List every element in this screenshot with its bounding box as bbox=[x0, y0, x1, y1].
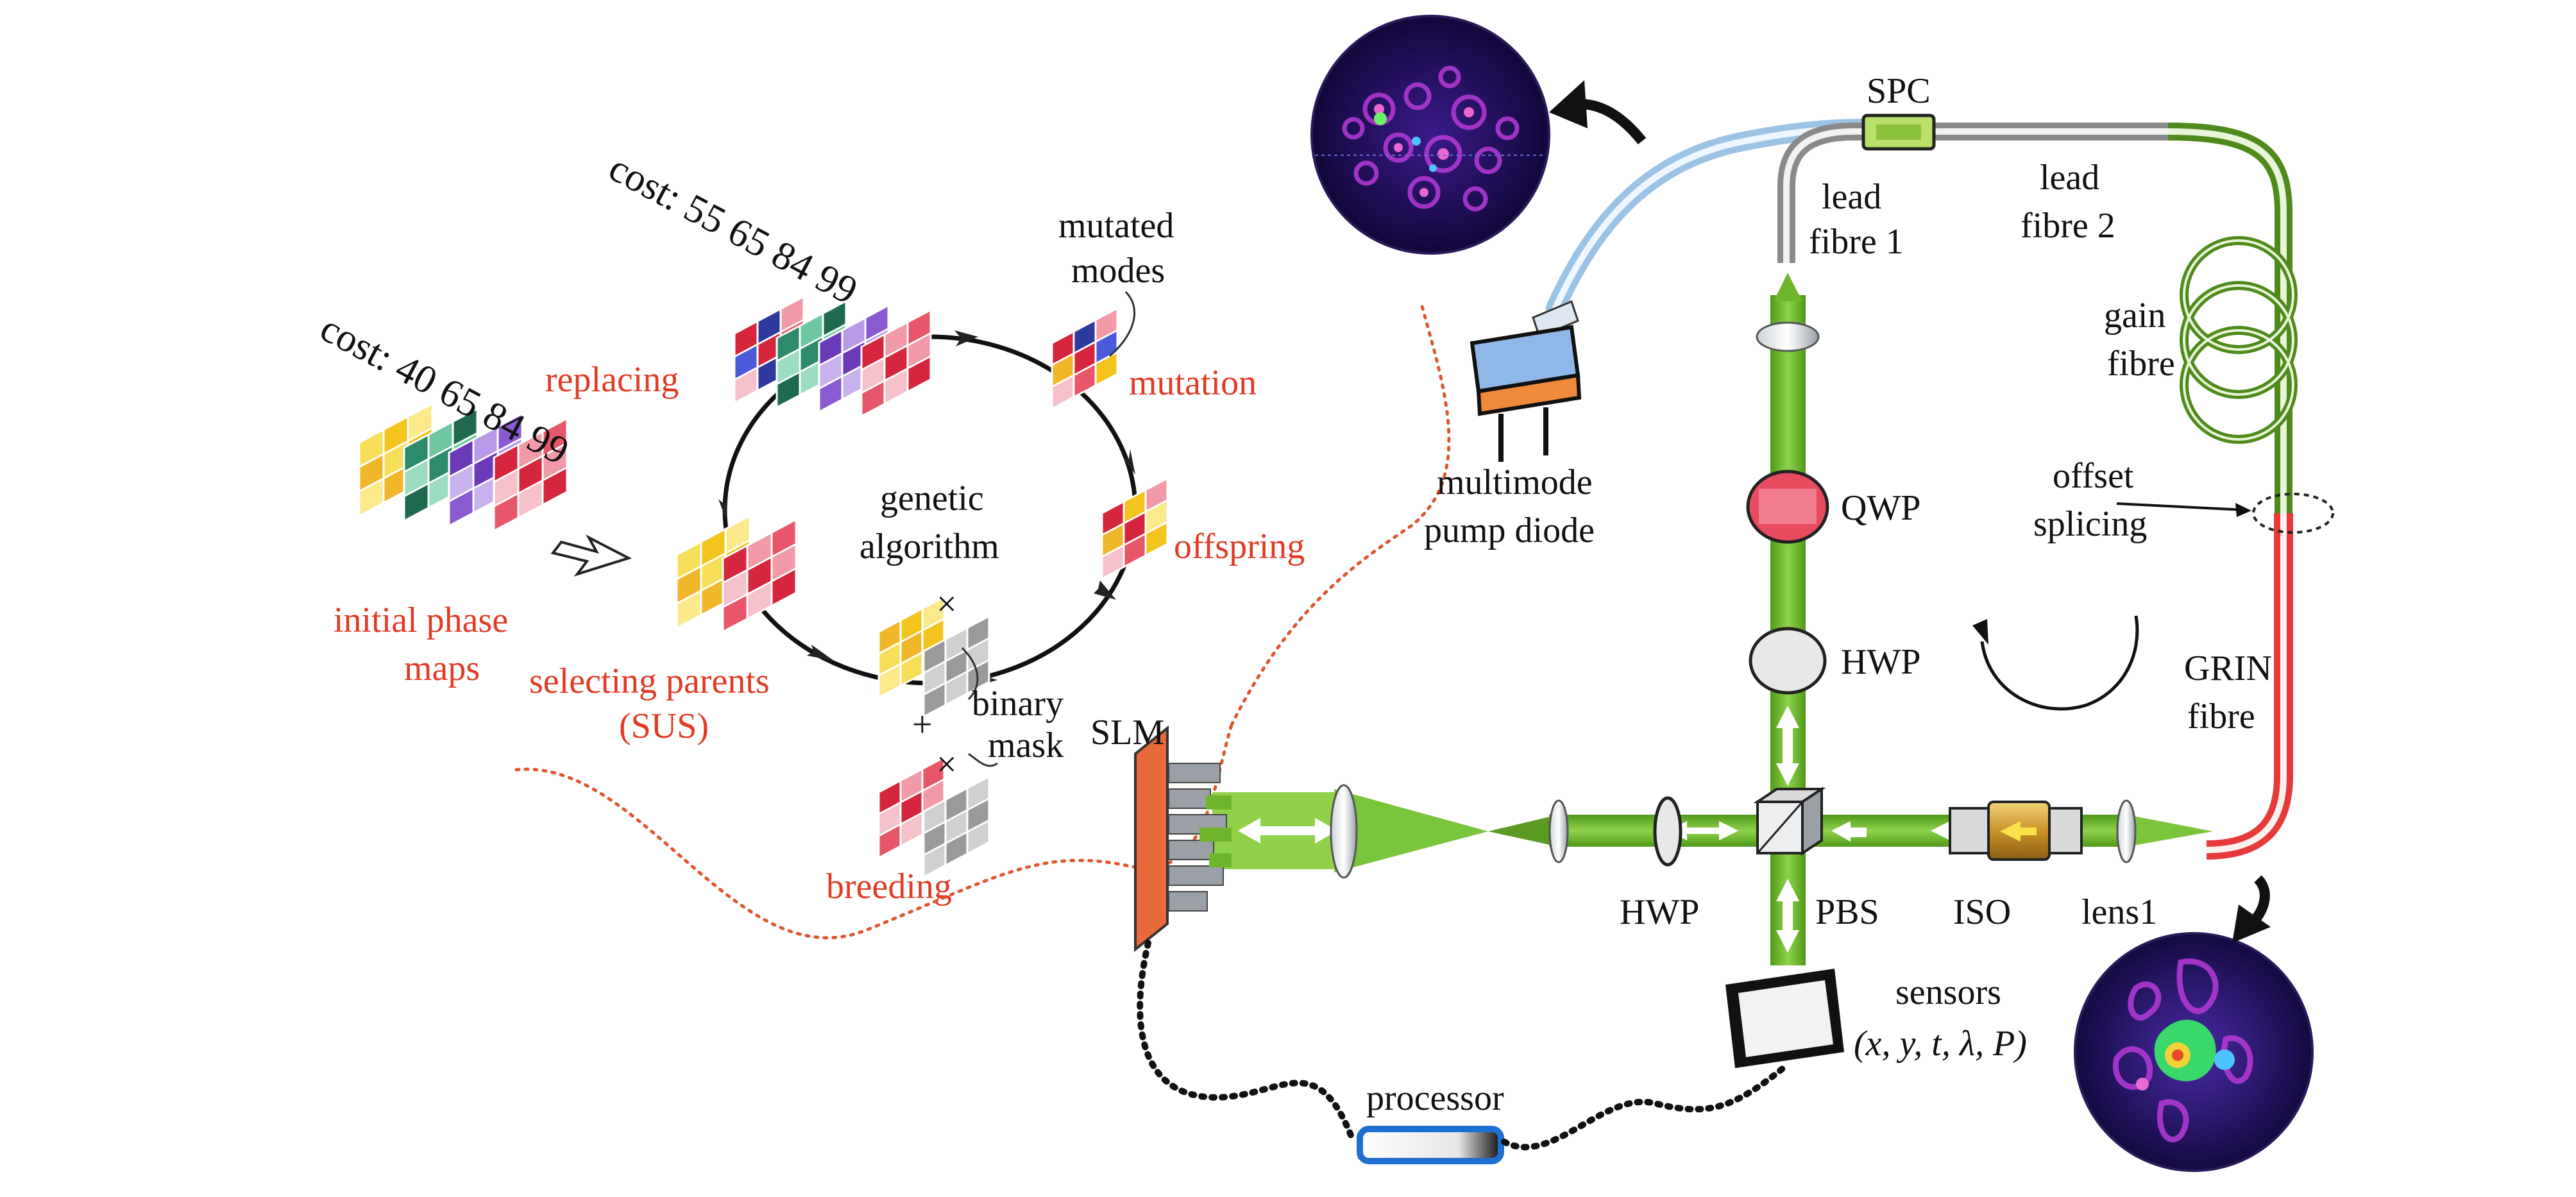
offset-splicing-label-2: splicing bbox=[2033, 504, 2147, 544]
offspring-label: offspring bbox=[1174, 527, 1305, 566]
plus-sign: + bbox=[912, 705, 933, 745]
pump-diode-label-2: pump diode bbox=[1424, 511, 1595, 550]
divider-curve-2 bbox=[1230, 300, 1451, 727]
mutated-modes-label: mutated bbox=[1058, 206, 1174, 246]
output-speckle-image-top bbox=[1310, 15, 1550, 255]
lead-fibre-1-label: lead bbox=[1822, 177, 1881, 217]
output-arrow-top-head bbox=[1549, 80, 1588, 128]
pump-diode-label: multimode bbox=[1437, 463, 1593, 502]
hwp-plate-horizontal bbox=[1653, 796, 1682, 867]
mutated-modes-pointer bbox=[1109, 291, 1136, 357]
cost-replaced-label: cost: 55 65 84 99 bbox=[602, 146, 864, 313]
pbs-label: PBS bbox=[1815, 892, 1879, 932]
beam-exit-arrow bbox=[1774, 273, 1802, 301]
sus-label: (SUS) bbox=[619, 706, 709, 746]
slm-device bbox=[1134, 725, 1232, 953]
beam-taper-slm-left bbox=[1334, 789, 1488, 872]
lens1-label: lens1 bbox=[2081, 892, 2157, 932]
initial-phase-maps bbox=[358, 402, 568, 532]
hollow-arrow-icon bbox=[550, 534, 632, 577]
mutation-phase-map bbox=[1051, 307, 1119, 411]
slm-processor-cable bbox=[1137, 940, 1357, 1145]
lens-slm bbox=[1330, 784, 1358, 879]
gain-fibre-label: gain bbox=[2104, 296, 2165, 335]
genetic-algorithm-label: genetic bbox=[880, 479, 984, 518]
grin-fibre-label-2: fibre bbox=[2187, 697, 2255, 736]
initial-phase-maps-label: initial phase bbox=[334, 600, 508, 640]
genetic-algorithm-label-2: algorithm bbox=[860, 527, 999, 566]
laser-setup-panel: SLM SPC lead fibre 1 lead fibre 2 gain f… bbox=[1090, 15, 2334, 1172]
hwp-vertical-label: HWP bbox=[1841, 642, 1920, 682]
circulation-arrow-icon bbox=[1980, 615, 2139, 711]
beam-taper-slm-right bbox=[1488, 815, 1559, 847]
offspring-phase-map bbox=[1101, 477, 1169, 581]
beam-taper-lens1 bbox=[2126, 815, 2213, 847]
sensors-variables-label: (x, y, t, λ, P) bbox=[1854, 1024, 2027, 1064]
grin-fibre-label: GRIN bbox=[2184, 649, 2272, 688]
spc-connector bbox=[1861, 114, 1936, 151]
lead-fibre-2-label: lead bbox=[2040, 158, 2099, 198]
binary-mask-label: binary bbox=[972, 684, 1063, 724]
selected-parents-maps bbox=[675, 514, 797, 634]
processor-device bbox=[1357, 1126, 1504, 1164]
binary-mask-pointer-2 bbox=[968, 752, 998, 767]
lens-mid bbox=[1548, 799, 1569, 863]
mutation-label: mutation bbox=[1129, 363, 1257, 403]
replacing-label: replacing bbox=[545, 360, 679, 400]
output-speckle-image-bottom bbox=[2074, 932, 2314, 1172]
lens1 bbox=[2116, 799, 2137, 863]
processor-label: processor bbox=[1366, 1078, 1504, 1118]
qwp-plate bbox=[1746, 470, 1829, 544]
offset-splicing-label: offset bbox=[2053, 456, 2134, 496]
offset-splicing-pointer bbox=[2116, 502, 2246, 511]
lead-fibre-1-label-2: fibre 1 bbox=[1809, 222, 1904, 262]
breeding-label: breeding bbox=[826, 867, 952, 906]
sensors-device bbox=[1725, 969, 1844, 1068]
selecting-parents-label: selecting parents bbox=[529, 661, 770, 701]
cross-mark-b: × bbox=[936, 745, 957, 785]
mutated-modes-label-2: modes bbox=[1071, 251, 1165, 291]
qwp-label: QWP bbox=[1841, 488, 1920, 528]
iso-isolator bbox=[1949, 801, 2083, 861]
pump-fibre bbox=[1546, 119, 1883, 318]
divider-curve bbox=[514, 723, 1233, 940]
gain-fibre-label-2: fibre bbox=[2107, 344, 2175, 384]
binary-mask-b bbox=[922, 775, 990, 879]
lead-fibre-2-label-2: fibre 2 bbox=[2021, 206, 2115, 246]
binary-mask-a bbox=[922, 615, 990, 718]
pbs-cube bbox=[1753, 786, 1826, 856]
binary-mask-label-2: mask bbox=[988, 726, 1063, 765]
hwp-plate-vertical bbox=[1749, 627, 1827, 695]
beam-double-arrows bbox=[1238, 706, 1976, 953]
offset-splicing-marker bbox=[2252, 493, 2334, 534]
genetic-algorithm-panel: × × + cost: 40 65 84 99 cost: 55 65 84 9… bbox=[313, 146, 1305, 906]
iso-label: ISO bbox=[1953, 892, 2011, 932]
processor-sensors-cable bbox=[1501, 1065, 1786, 1151]
cross-mark-a: × bbox=[936, 584, 957, 624]
lens-vertical-top bbox=[1756, 321, 1820, 352]
output-arrow-bottom-head bbox=[2232, 904, 2271, 943]
binary-mask-pointer bbox=[961, 647, 979, 700]
slm-label: SLM bbox=[1090, 713, 1164, 752]
spc-label: SPC bbox=[1867, 71, 1931, 111]
hwp-horizontal-label: HWP bbox=[1620, 892, 1699, 932]
crossover-parent-b bbox=[877, 756, 945, 860]
sensors-label: sensors bbox=[1895, 972, 2001, 1012]
replacing-phase-maps bbox=[733, 295, 932, 418]
pump-diode bbox=[1470, 300, 1582, 462]
initial-phase-maps-label-2: maps bbox=[404, 649, 480, 688]
